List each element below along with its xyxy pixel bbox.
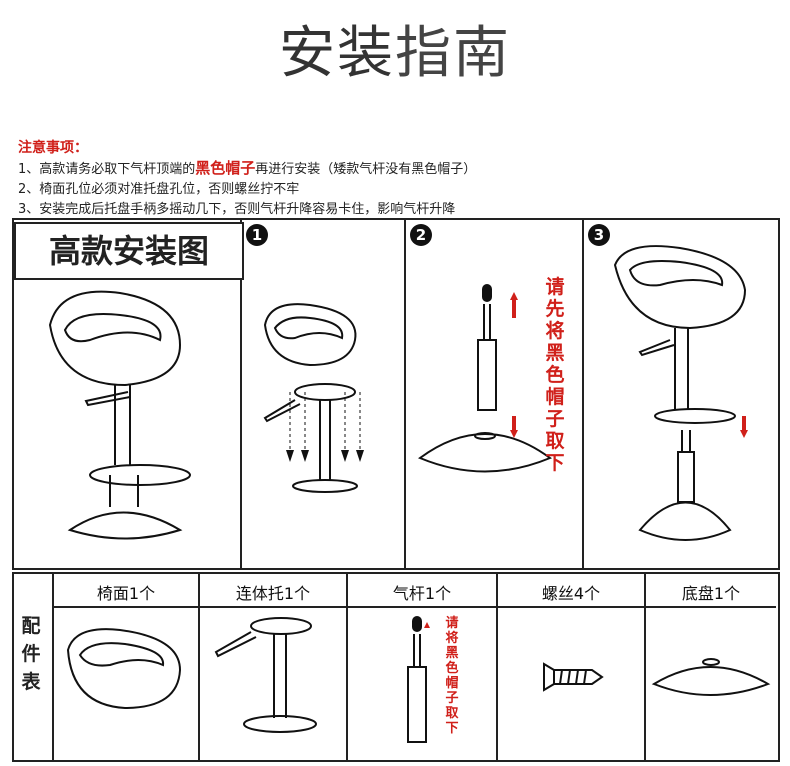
gas-lift-note: 请将黑色帽子取下	[444, 616, 460, 736]
part-label-screw: 螺丝4个	[498, 580, 644, 604]
note-line-3: 3、安装完成后托盘手柄多摇动几下，否则气杆升降容易卡住，影响气杆升降	[18, 200, 476, 220]
note-line-1: 1、高款请务必取下气杆顶端的黑色帽子再进行安装（矮款气杆没有黑色帽子）	[18, 158, 476, 180]
step-2-note: 请先将黑色帽子取下	[544, 276, 566, 474]
step-3-illustration	[600, 240, 770, 560]
step-2-illustration	[410, 280, 540, 490]
divider	[52, 606, 776, 608]
tray-icon	[206, 612, 342, 752]
gas-lift-icon	[396, 612, 446, 752]
note-line-2: 2、椅面孔位必须对准托盘孔位，否则螺丝拧不牢	[18, 180, 476, 200]
part-label-gas-lift: 气杆1个	[348, 580, 496, 604]
step-2-badge: 2	[410, 224, 432, 246]
note-line-1-highlight: 黑色帽子	[195, 159, 255, 177]
notes-heading: 注意事项：	[18, 138, 476, 158]
seat-icon	[60, 620, 190, 740]
page-title: 安装指南	[0, 8, 790, 89]
notes-block: 注意事项： 1、高款请务必取下气杆顶端的黑色帽子再进行安装（矮款气杆没有黑色帽子…	[18, 138, 476, 220]
base-icon	[650, 650, 774, 710]
section-title: 高款安装图	[14, 222, 244, 280]
page-title-main: 安装	[279, 21, 395, 86]
page-title-sub: 指南	[395, 21, 511, 86]
step-1-illustration	[250, 300, 400, 500]
part-label-tray: 连体托1个	[200, 580, 346, 604]
parts-side-label: 配件表	[16, 612, 46, 696]
screw-icon	[540, 660, 610, 696]
note-line-1-post: 再进行安装（矮款气杆没有黑色帽子）	[255, 162, 476, 177]
step-1-badge: 1	[246, 224, 268, 246]
note-line-1-pre: 1、高款请务必取下气杆顶端的	[18, 162, 195, 177]
part-label-base: 底盘1个	[646, 580, 776, 604]
divider	[582, 218, 584, 568]
part-label-seat: 椅面1个	[54, 580, 198, 604]
divider	[404, 218, 406, 568]
stool-assembled-icon	[30, 285, 230, 555]
